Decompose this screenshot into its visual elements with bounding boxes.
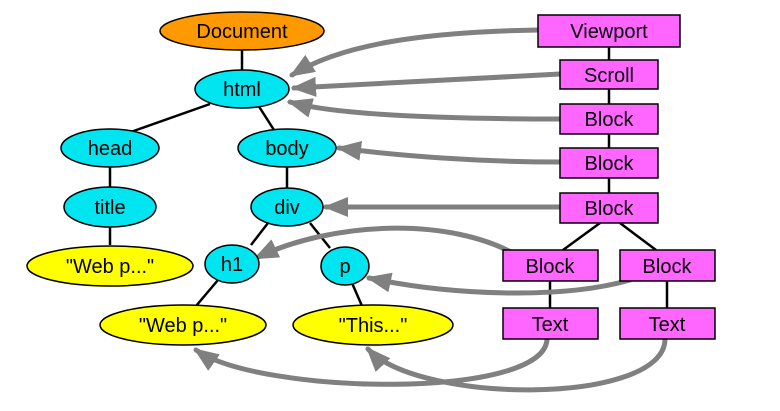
render-block-3: Block [559,192,659,224]
render-scroll: Scroll [559,59,659,90]
node-body-label: body [265,138,308,160]
render-block-right-label: Block [643,256,693,278]
node-html-label: html [223,79,261,101]
node-title-shape [63,186,157,228]
node-body: body [237,128,337,168]
render-block-right: Block [619,249,716,282]
node-p-text: "This..." [292,304,454,346]
render-block-left-label: Block [526,256,576,278]
node-p: p [320,246,370,286]
node-document-shape [159,11,325,51]
node-h1-text-label: "Web p..." [139,315,227,337]
render-block-1-label: Block [585,109,635,131]
dom-tree-nodes: Document html head body title div "Web p… [26,11,454,346]
render-text-left-box [502,307,599,340]
render-block-left: Block [502,249,599,282]
arrow-scroll-to-html [291,71,563,97]
edge-block3-blockright [619,222,657,251]
node-body-shape [237,128,337,168]
render-scroll-label: Scroll [584,65,634,87]
arrow-textright-to-ptext [365,336,668,393]
render-block-right-box [619,249,716,282]
render-viewport: Viewport [537,14,681,48]
render-block-2-box [559,147,659,179]
node-head-shape [60,128,160,168]
node-h1-text: "Web p..." [99,304,267,346]
node-div-label: div [274,197,300,219]
node-head: head [60,128,160,168]
render-text-right-label: Text [649,314,686,336]
render-viewport-label: Viewport [570,21,648,43]
render-text-left: Text [502,307,599,340]
node-title-text-label: "Web p..." [66,256,154,278]
node-div-shape [250,187,324,227]
edge-h1-h1text [195,279,219,307]
arrow-block2-to-body [336,140,563,165]
render-block-2: Block [559,147,659,179]
render-block-2-label: Block [585,153,635,175]
node-div: div [250,187,324,227]
node-h1-shape [204,244,260,284]
node-title-text: "Web p..." [26,245,194,287]
node-p-text-label: "This..." [339,315,408,337]
node-p-label: p [339,256,350,278]
node-title: title [63,186,157,228]
node-p-text-shape [292,304,454,346]
render-scroll-box [559,59,659,90]
edge-block3-blockleft [562,221,601,252]
node-head-label: head [88,138,133,160]
render-block-1-box [559,103,659,135]
arrow-blockright-to-p [366,272,633,296]
dom-tree-edges [108,49,364,307]
arrow-textleft-to-h1text [193,336,550,387]
arrow-block1-to-html [287,98,563,122]
render-block-1: Block [559,103,659,135]
node-html-shape [194,69,290,109]
render-block-3-box [559,192,659,224]
render-block-3-label: Block [585,198,635,220]
node-h1-text-shape [99,304,267,346]
render-viewport-box [537,14,681,48]
edge-html-body [256,104,276,131]
node-document-label: Document [196,21,288,43]
node-html: html [194,69,290,109]
render-block-left-box [502,249,599,282]
edge-div-h1 [250,222,269,246]
node-title-text-shape [26,245,194,287]
node-p-shape [320,246,370,286]
edge-p-ptext [350,282,364,307]
render-text-right: Text [619,307,716,340]
render-tree-nodes: Viewport Scroll Block Block Block Block … [502,14,716,340]
node-document: Document [159,11,325,51]
render-text-left-label: Text [532,314,569,336]
arrow-viewport-to-html [289,27,541,78]
node-title-label: title [94,197,125,219]
node-h1: h1 [204,244,260,284]
node-h1-label: h1 [221,254,243,276]
arrow-blockleft-to-h1 [253,225,523,261]
edge-html-head [127,102,211,135]
render-text-right-box [619,307,716,340]
render-to-dom-arrows [193,27,668,393]
